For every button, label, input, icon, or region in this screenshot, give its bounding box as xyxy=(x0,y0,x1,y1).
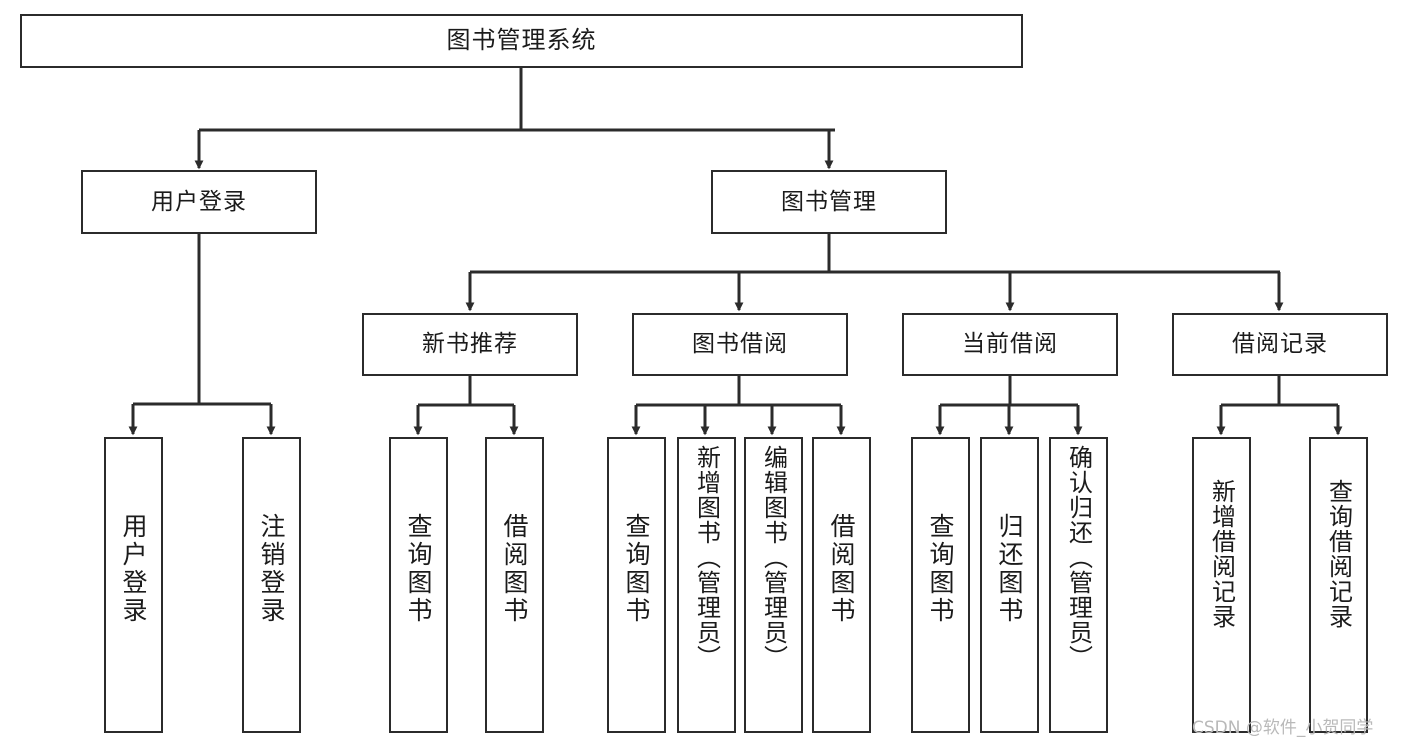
node-label: 注销登录 xyxy=(257,513,286,625)
node-label: 当前借阅 xyxy=(962,331,1058,358)
node-label: 用户登录 xyxy=(151,188,247,215)
node-borrow-record[interactable]: 借阅记录 xyxy=(1172,313,1388,376)
node-new-book-recommend[interactable]: 新书推荐 xyxy=(362,313,578,376)
leaf-add-book[interactable]: 新增图书（管理员） xyxy=(677,437,736,733)
node-current-borrow[interactable]: 当前借阅 xyxy=(902,313,1118,376)
csdn-watermark: CSDN @软件_小贺同学 xyxy=(1192,718,1374,738)
node-label: 确认归还（管理员） xyxy=(1064,445,1093,670)
node-label: 图书借阅 xyxy=(692,331,788,358)
leaf-confirm-return[interactable]: 确认归还（管理员） xyxy=(1049,437,1108,733)
node-label: 查询图书 xyxy=(404,513,433,625)
leaf-query-book-borrow[interactable]: 查询图书 xyxy=(607,437,666,733)
node-book-management[interactable]: 图书管理 xyxy=(711,170,947,234)
node-label: 借阅图书 xyxy=(827,513,856,625)
leaf-add-borrow-record[interactable]: 新增借阅记录 xyxy=(1192,437,1251,733)
node-label: 图书管理系统 xyxy=(446,26,597,55)
leaf-query-book-current[interactable]: 查询图书 xyxy=(911,437,970,733)
node-label: 用户登录 xyxy=(119,513,148,625)
node-book-management-system[interactable]: 图书管理系统 xyxy=(20,14,1023,68)
node-label: 图书管理 xyxy=(781,188,877,215)
node-label: 查询图书 xyxy=(926,513,955,625)
node-label: 新增借阅记录 xyxy=(1207,479,1236,629)
leaf-return-book[interactable]: 归还图书 xyxy=(980,437,1039,733)
leaf-borrow-book-recommend[interactable]: 借阅图书 xyxy=(485,437,544,733)
node-label: 借阅记录 xyxy=(1232,331,1328,358)
node-label: 新书推荐 xyxy=(422,331,518,358)
leaf-borrow-book[interactable]: 借阅图书 xyxy=(812,437,871,733)
node-label: 归还图书 xyxy=(995,513,1024,625)
leaf-edit-book[interactable]: 编辑图书（管理员） xyxy=(744,437,803,733)
node-label: 编辑图书（管理员） xyxy=(759,445,788,670)
node-label: 借阅图书 xyxy=(500,513,529,625)
node-label: 新增图书（管理员） xyxy=(692,445,721,670)
node-book-borrow[interactable]: 图书借阅 xyxy=(632,313,848,376)
node-user-login[interactable]: 用户登录 xyxy=(81,170,317,234)
node-label: 查询图书 xyxy=(622,513,651,625)
node-label: 查询借阅记录 xyxy=(1324,479,1353,629)
leaf-user-logout[interactable]: 注销登录 xyxy=(242,437,301,733)
leaf-user-login[interactable]: 用户登录 xyxy=(104,437,163,733)
leaf-query-borrow-record[interactable]: 查询借阅记录 xyxy=(1309,437,1368,733)
leaf-query-book-recommend[interactable]: 查询图书 xyxy=(389,437,448,733)
